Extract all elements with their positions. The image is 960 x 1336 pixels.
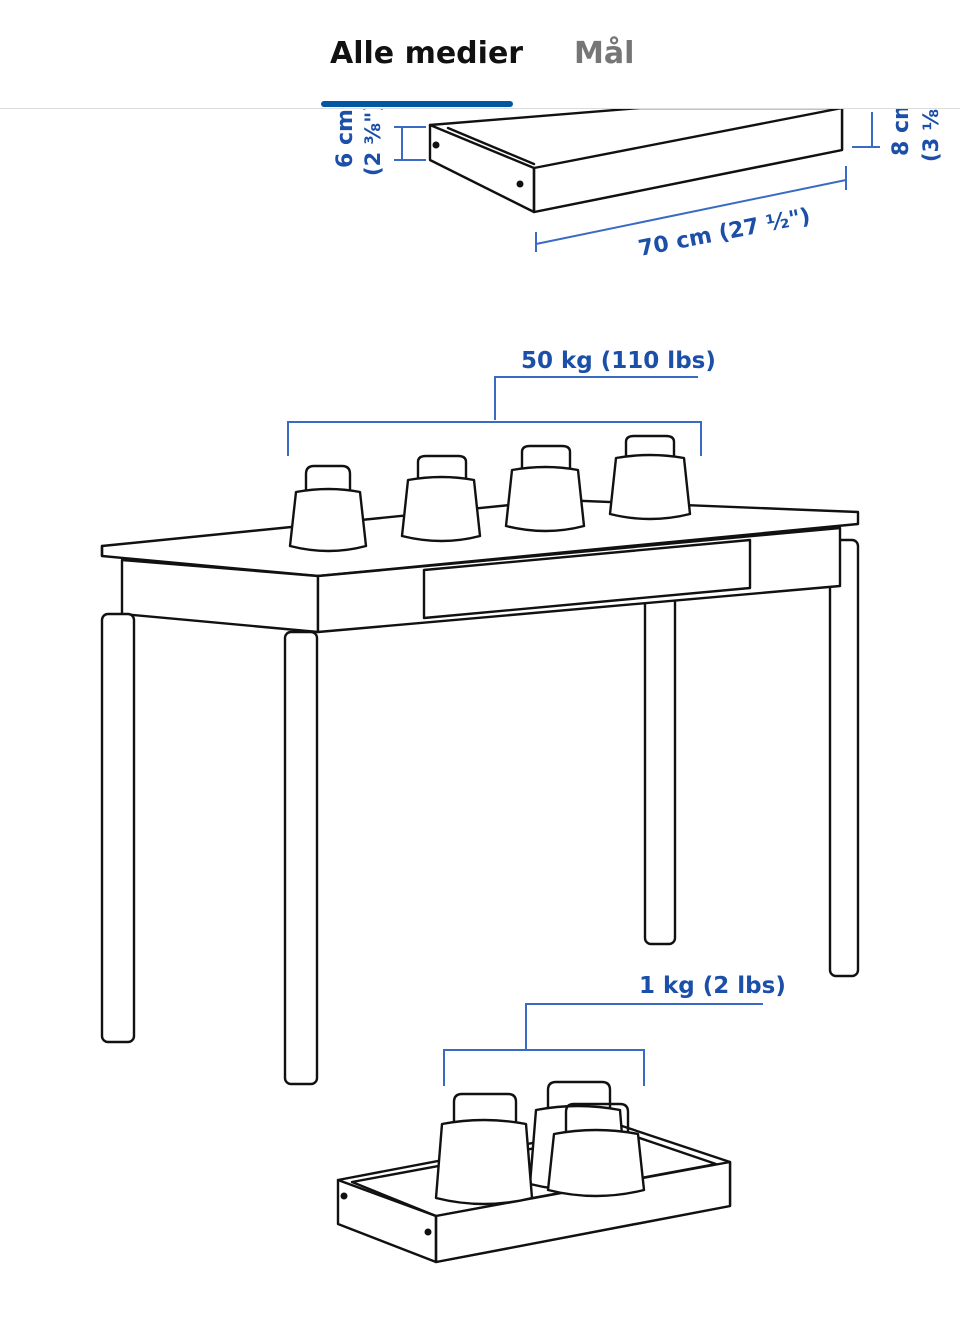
drawer-height-left-imperial-label: (2 ⅜") (361, 109, 385, 176)
media-tab-bar: Alle medier Mål (0, 0, 960, 109)
weights-on-table (288, 434, 692, 553)
active-tab-indicator (321, 101, 513, 107)
drawer-width-label: 70 cm (27 ½") (636, 204, 812, 262)
drawer-height-right-label: 8 cm (889, 109, 914, 156)
table-load-label: 50 kg (110 lbs) (521, 348, 716, 374)
product-illustration: 6 cm (2 ⅜") 70 cm (27 ½") 8 cm (3 ⅛ 50 k… (100, 109, 943, 1264)
tab-all-media[interactable]: Alle medier (330, 36, 524, 71)
drawer-height-right-imperial-label: (3 ⅛ (919, 109, 943, 162)
drawer-load-label: 1 kg (2 lbs) (639, 973, 786, 999)
weights-in-drawer (434, 1080, 646, 1206)
drawer-load-drawing: 1 kg (2 lbs) (336, 973, 786, 1264)
table-load-drawing: 50 kg (110 lbs) (100, 348, 860, 1086)
media-gallery[interactable]: 6 cm (2 ⅜") 70 cm (27 ½") 8 cm (3 ⅛ 50 k… (0, 109, 960, 1336)
drawer-height-left-label: 6 cm (333, 109, 358, 168)
tab-measurements[interactable]: Mål (574, 36, 635, 71)
drawer-dimension-drawing: 6 cm (2 ⅜") 70 cm (27 ½") 8 cm (3 ⅛ (333, 109, 943, 262)
